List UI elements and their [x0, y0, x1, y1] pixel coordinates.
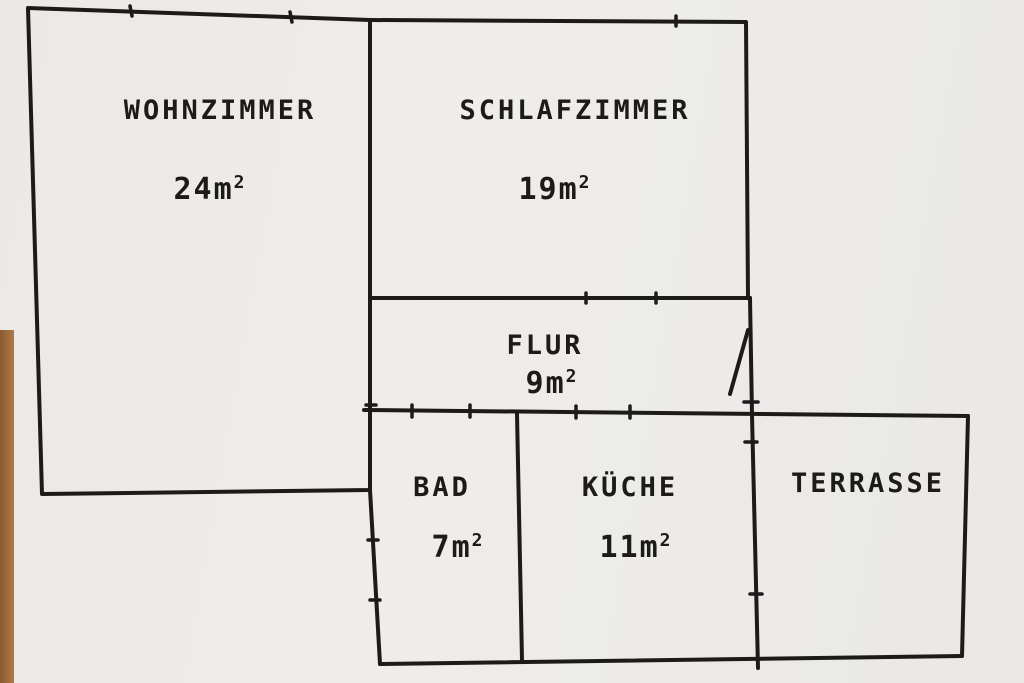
- wall-flur-right: [748, 296, 754, 417]
- wall-ticks: [128, 4, 764, 602]
- room-area-bad: 7m2: [432, 530, 485, 565]
- wall-kueche-terrasse: [750, 413, 760, 670]
- area-value: 24m: [173, 172, 234, 207]
- wall-bottom: [378, 654, 964, 666]
- room-name-wohnzimmer: WOHNZIMMER: [123, 95, 317, 126]
- area-exponent: 2: [659, 530, 673, 551]
- room-name-terrasse: TERRASSE: [790, 468, 946, 499]
- room-area-flur: 9m2: [526, 366, 579, 401]
- area-value: 11m: [599, 530, 660, 565]
- room-name-schlafzimmer: SCHLAFZIMMER: [459, 95, 691, 126]
- wall-terrasse-right: [960, 414, 970, 658]
- area-value: 7m: [431, 530, 472, 565]
- door-line: [728, 328, 750, 396]
- wall-flur-bottom: [362, 408, 970, 418]
- area-exponent: 2: [565, 366, 579, 387]
- wall-bad-left: [368, 488, 382, 666]
- wall-bad-kueche: [515, 412, 524, 662]
- area-exponent: 2: [233, 172, 247, 193]
- room-name-flur: FLUR: [506, 330, 584, 361]
- wall-wohnzimmer: [26, 6, 372, 496]
- room-name-bad: BAD: [413, 472, 471, 503]
- room-name-kueche: KÜCHE: [581, 472, 679, 503]
- area-exponent: 2: [578, 172, 592, 193]
- area-value: 19m: [518, 172, 579, 207]
- wall-top: [368, 18, 750, 300]
- area-value: 9m: [525, 366, 566, 401]
- area-exponent: 2: [471, 530, 485, 551]
- room-area-kueche: 11m2: [599, 530, 672, 565]
- wooden-table-edge: [0, 330, 14, 683]
- room-area-wohnzimmer: 24m2: [173, 172, 246, 207]
- room-area-schlafzimmer: 19m2: [518, 172, 591, 207]
